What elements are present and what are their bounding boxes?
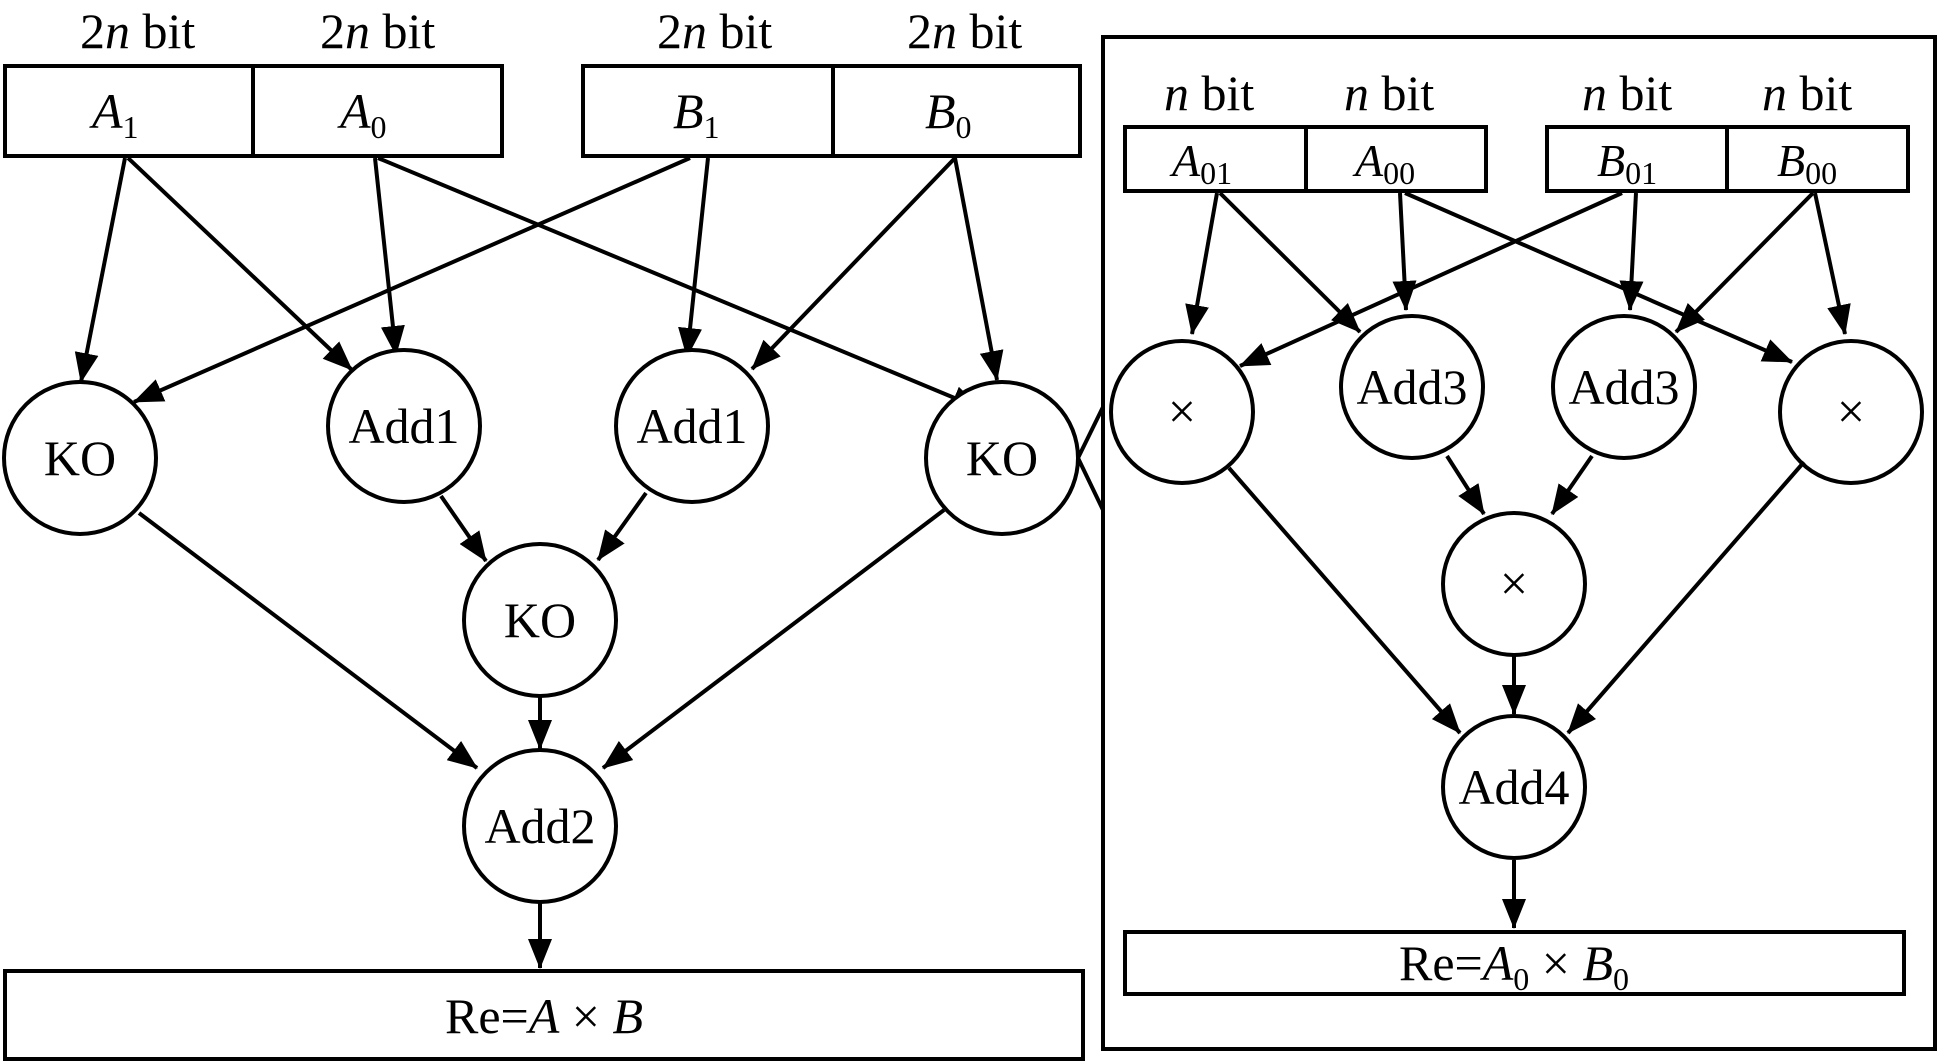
operand-box-a: A1 A0 bbox=[3, 64, 504, 158]
operand-a0: A0 bbox=[337, 83, 387, 145]
arrow-a1-ko-left bbox=[74, 157, 127, 383]
node-add3-right: Add3 bbox=[1551, 314, 1697, 460]
bitwidth-label-b1: 2n bit bbox=[657, 3, 772, 59]
node-ko-mid-label: KO bbox=[504, 592, 576, 648]
right-input-arrows bbox=[1185, 191, 1851, 368]
result-box-left: Re=A × B bbox=[3, 969, 1085, 1061]
result-left-label: Re=A × B bbox=[445, 988, 643, 1044]
arrow-b01-add3-right bbox=[1619, 192, 1644, 311]
right-panel: n bit n bit n bit n bit A01 A00 B01 B00 bbox=[1101, 35, 1937, 1051]
arrow-b0-ko-right bbox=[953, 157, 1004, 381]
arrow-ko-left-add2 bbox=[137, 511, 479, 770]
bitwidth-label-b01: n bit bbox=[1582, 65, 1672, 121]
node-ko-left: KO bbox=[2, 380, 158, 536]
node-add3-left: Add3 bbox=[1339, 314, 1485, 460]
node-add1-left-label: Add1 bbox=[348, 398, 459, 454]
node-add1-left: Add1 bbox=[326, 348, 482, 504]
arrow-a01-mul-left bbox=[1185, 192, 1219, 335]
node-mul-right: × bbox=[1778, 339, 1924, 485]
arrow-add1-left-ko-mid bbox=[439, 494, 488, 563]
operand-box-b: B1 B0 bbox=[581, 64, 1082, 158]
arrow-b1-add1-right bbox=[678, 157, 710, 358]
arrow-add1-right-ko-mid bbox=[596, 491, 648, 562]
node-add3-right-label: Add3 bbox=[1568, 359, 1679, 415]
node-add4: Add4 bbox=[1441, 714, 1587, 860]
arrow-a01-add3-left bbox=[1218, 191, 1362, 334]
left-input-arrows bbox=[74, 156, 1004, 411]
right-internal-arrows bbox=[1227, 454, 1806, 929]
operand-b01: B01 bbox=[1597, 135, 1657, 191]
arrow-b0-add1-right bbox=[750, 156, 957, 371]
arrow-b01-mul-left bbox=[1239, 191, 1623, 368]
node-mul-left-label: × bbox=[1168, 383, 1196, 439]
arrow-b00-mul-right bbox=[1813, 192, 1851, 335]
node-ko-right: KO bbox=[924, 380, 1080, 536]
operand-a00: A00 bbox=[1352, 135, 1415, 191]
operand-a1: A1 bbox=[89, 83, 139, 145]
arrow-a1-add1-left bbox=[126, 156, 354, 372]
zoom-frame bbox=[1101, 35, 1937, 1051]
arrow-a00-mul-right bbox=[1404, 191, 1793, 364]
left-panel: 2n bit 2n bit 2n bit 2n bit A1 A0 B1 B0 bbox=[2, 3, 1085, 1061]
node-add1-right-label: Add1 bbox=[636, 398, 747, 454]
arrow-ko-right-add2 bbox=[601, 508, 946, 770]
zoom-connector bbox=[1076, 406, 1105, 511]
node-mul-left: × bbox=[1109, 339, 1255, 485]
arrow-mul-left-add4 bbox=[1227, 466, 1462, 735]
arrow-mul-right-add4 bbox=[1566, 460, 1806, 735]
node-mul-mid: × bbox=[1441, 511, 1587, 657]
node-ko-mid: KO bbox=[462, 542, 618, 698]
arrow-add3-right-mul-mid bbox=[1550, 454, 1594, 516]
operand-b00: B00 bbox=[1777, 135, 1837, 191]
operand-a01: A01 bbox=[1169, 135, 1232, 191]
operand-b0: B0 bbox=[925, 83, 972, 145]
arrow-b00-add3-right bbox=[1674, 191, 1815, 334]
operand-box-a0: A01 A00 bbox=[1123, 125, 1488, 193]
node-ko-right-label: KO bbox=[966, 430, 1038, 486]
operand-b1: B1 bbox=[673, 83, 720, 145]
node-add1-right: Add1 bbox=[614, 348, 770, 504]
node-ko-left-label: KO bbox=[44, 430, 116, 486]
node-add2: Add2 bbox=[462, 748, 618, 904]
arrow-a0-add1-left bbox=[373, 157, 405, 356]
result-box-right: Re=A0 × B0 bbox=[1123, 930, 1906, 997]
node-mul-right-label: × bbox=[1837, 383, 1865, 439]
left-internal-arrows bbox=[137, 491, 946, 969]
node-mul-mid-label: × bbox=[1500, 555, 1528, 611]
bitwidth-label-a1: 2n bit bbox=[80, 3, 195, 59]
operand-box-b0: B01 B00 bbox=[1545, 125, 1910, 193]
node-add3-left-label: Add3 bbox=[1356, 359, 1467, 415]
arrow-b1-ko-left bbox=[133, 156, 691, 404]
bitwidth-label-a0: 2n bit bbox=[320, 3, 435, 59]
bitwidth-label-a00: n bit bbox=[1344, 65, 1434, 121]
node-add4-label: Add4 bbox=[1458, 759, 1569, 815]
result-right-label: Re=A0 × B0 bbox=[1399, 935, 1629, 997]
arrow-a0-ko-right bbox=[377, 156, 982, 411]
arrow-add3-left-mul-mid bbox=[1445, 454, 1486, 516]
bitwidth-label-b00: n bit bbox=[1762, 65, 1852, 121]
bitwidth-label-b0: 2n bit bbox=[907, 3, 1022, 59]
bitwidth-label-a01: n bit bbox=[1164, 65, 1254, 121]
node-add2-label: Add2 bbox=[484, 798, 595, 854]
